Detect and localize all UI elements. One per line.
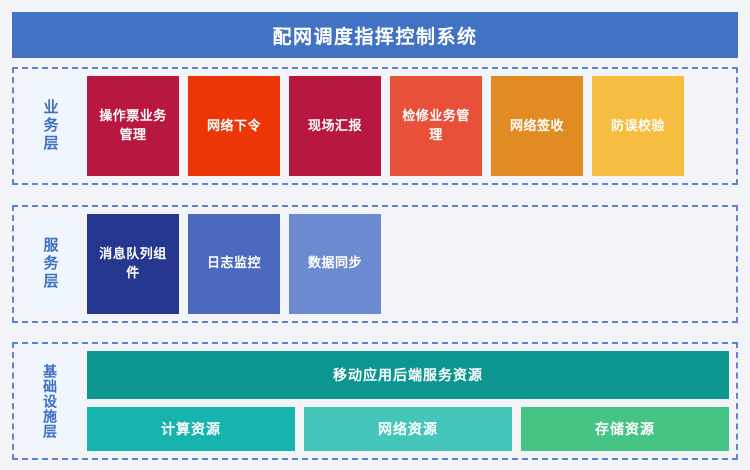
infra-banner-backend-service[interactable]: 移动应用后端服务资源 (87, 351, 729, 399)
layer-infrastructure: 基础设施层 移动应用后端服务资源 计算资源 网络资源 存储资源 (12, 342, 738, 460)
business-card-site-report[interactable]: 现场汇报 (289, 76, 381, 176)
service-card-log-monitor[interactable]: 日志监控 (188, 213, 280, 314)
infra-resource-list: 计算资源 网络资源 存储资源 (87, 407, 729, 451)
layer-label-infrastructure-text: 基础设施层 (42, 363, 58, 439)
infra-card-compute-resource[interactable]: 计算资源 (87, 407, 295, 451)
architecture-diagram: 业务层 操作票业务管理 网络下令 现场汇报 检修业务管理 网络签收 防误校验 服… (12, 58, 738, 460)
business-card-operation-ticket[interactable]: 操作票业务管理 (87, 76, 179, 176)
business-card-network-signoff[interactable]: 网络签收 (491, 76, 583, 176)
layer-label-service-text: 服务层 (41, 236, 59, 291)
business-card-error-prevention[interactable]: 防误校验 (592, 76, 684, 176)
layer-business: 业务层 操作票业务管理 网络下令 现场汇报 检修业务管理 网络签收 防误校验 (12, 67, 738, 185)
infra-card-network-resource[interactable]: 网络资源 (304, 407, 512, 451)
infra-card-storage-resource[interactable]: 存储资源 (521, 407, 729, 451)
layer-label-business: 业务层 (21, 76, 79, 176)
layer-label-service: 服务层 (21, 213, 79, 314)
system-title-bar: 配网调度指挥控制系统 (12, 12, 738, 58)
layer-label-infrastructure: 基础设施层 (21, 351, 79, 451)
business-card-network-dispatch[interactable]: 网络下令 (188, 76, 280, 176)
business-card-list: 操作票业务管理 网络下令 现场汇报 检修业务管理 网络签收 防误校验 (87, 76, 729, 176)
layer-service: 服务层 消息队列组件 日志监控 数据同步 (12, 204, 738, 323)
business-card-maintenance[interactable]: 检修业务管理 (390, 76, 482, 176)
service-card-data-sync[interactable]: 数据同步 (289, 213, 381, 314)
infrastructure-stack: 移动应用后端服务资源 计算资源 网络资源 存储资源 (87, 351, 729, 451)
service-card-list: 消息队列组件 日志监控 数据同步 (87, 213, 729, 314)
layer-label-business-text: 业务层 (41, 99, 59, 153)
page-title: 配网调度指挥控制系统 (272, 26, 478, 48)
service-card-message-queue[interactable]: 消息队列组件 (87, 213, 179, 314)
